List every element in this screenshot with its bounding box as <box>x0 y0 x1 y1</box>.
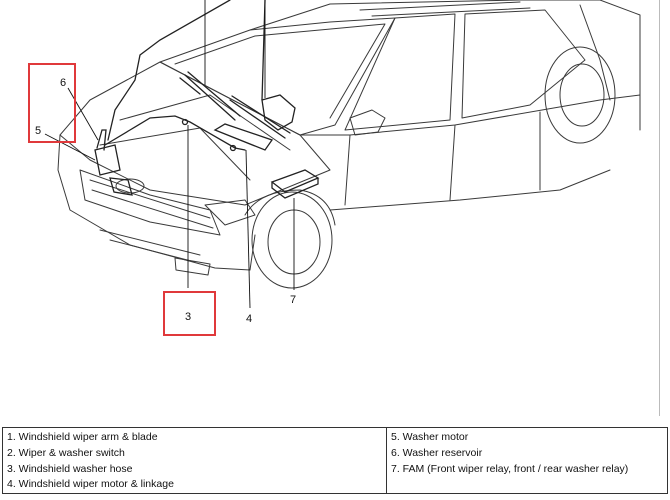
wiper-motor <box>261 94 296 131</box>
headlamp <box>204 199 256 226</box>
front-door-window <box>344 13 456 131</box>
highlight-box-hose <box>163 291 216 336</box>
rear-pillar <box>579 4 611 101</box>
callout-5: 5 <box>35 125 41 137</box>
side-sill <box>329 169 611 211</box>
door-lines <box>344 111 541 206</box>
side-mirror <box>349 109 386 136</box>
lower-intake <box>99 229 201 263</box>
callout-6: 6 <box>60 77 66 89</box>
callout-4: 4 <box>246 313 252 325</box>
leader-6 <box>67 87 99 141</box>
legend-item: 4. Windshield wiper motor & linkage <box>7 478 174 491</box>
page-frame-edge <box>659 0 660 416</box>
legend-item: 1. Windshield wiper arm & blade <box>7 431 158 443</box>
hood-outline <box>59 61 331 206</box>
roof-rack <box>359 1 531 17</box>
fam-box <box>270 169 320 199</box>
legend-item: 3. Windshield washer hose <box>7 462 133 475</box>
washer-motor <box>96 129 107 151</box>
hose-nozzle <box>181 118 189 126</box>
legend-item: 7. FAM (Front wiper relay, front / rear … <box>391 462 629 475</box>
legend-item: 2. Wiper & washer switch <box>7 446 125 459</box>
washer-switch-wire <box>107 0 231 141</box>
windshield-inner <box>174 23 386 119</box>
wiper-blade-left <box>179 71 241 121</box>
reservoir <box>94 144 133 196</box>
legend-item: 5. Washer motor <box>391 431 469 443</box>
emblem <box>115 178 145 194</box>
rear-wheel <box>544 46 616 144</box>
windshield-outline <box>159 17 396 136</box>
parts-legend-table: 1. Windshield wiper arm & blade 2. Wiper… <box>2 427 668 494</box>
legend-item: 6. Washer reservoir <box>391 446 483 459</box>
roof-outline <box>249 0 641 131</box>
hose-nozzle-2 <box>229 144 237 152</box>
wheel-arch <box>244 189 336 226</box>
legend-column-left: 1. Windshield wiper arm & blade 2. Wiper… <box>3 428 387 493</box>
hood-crease <box>99 94 291 181</box>
highlight-box-reservoir <box>28 63 76 143</box>
vehicle-line-drawing: 3 4 5 6 7 <box>35 0 641 325</box>
washer-switch-wire-2 <box>261 0 266 101</box>
wiper-linkage <box>213 123 274 151</box>
callout-3: 3 <box>185 311 191 323</box>
grille-bars <box>89 179 214 229</box>
leader-5 <box>44 133 96 161</box>
rear-wheel-inner <box>559 63 605 127</box>
fog-lamp <box>174 257 211 276</box>
wiper-blade-right <box>229 95 291 139</box>
rear-door-window <box>461 9 586 119</box>
grille <box>79 169 221 236</box>
legend-column-right: 5. Washer motor 6. Washer reservoir 7. F… <box>387 428 667 493</box>
leader-4 <box>245 149 251 309</box>
callout-7: 7 <box>290 294 296 306</box>
front-wheel <box>251 191 333 289</box>
